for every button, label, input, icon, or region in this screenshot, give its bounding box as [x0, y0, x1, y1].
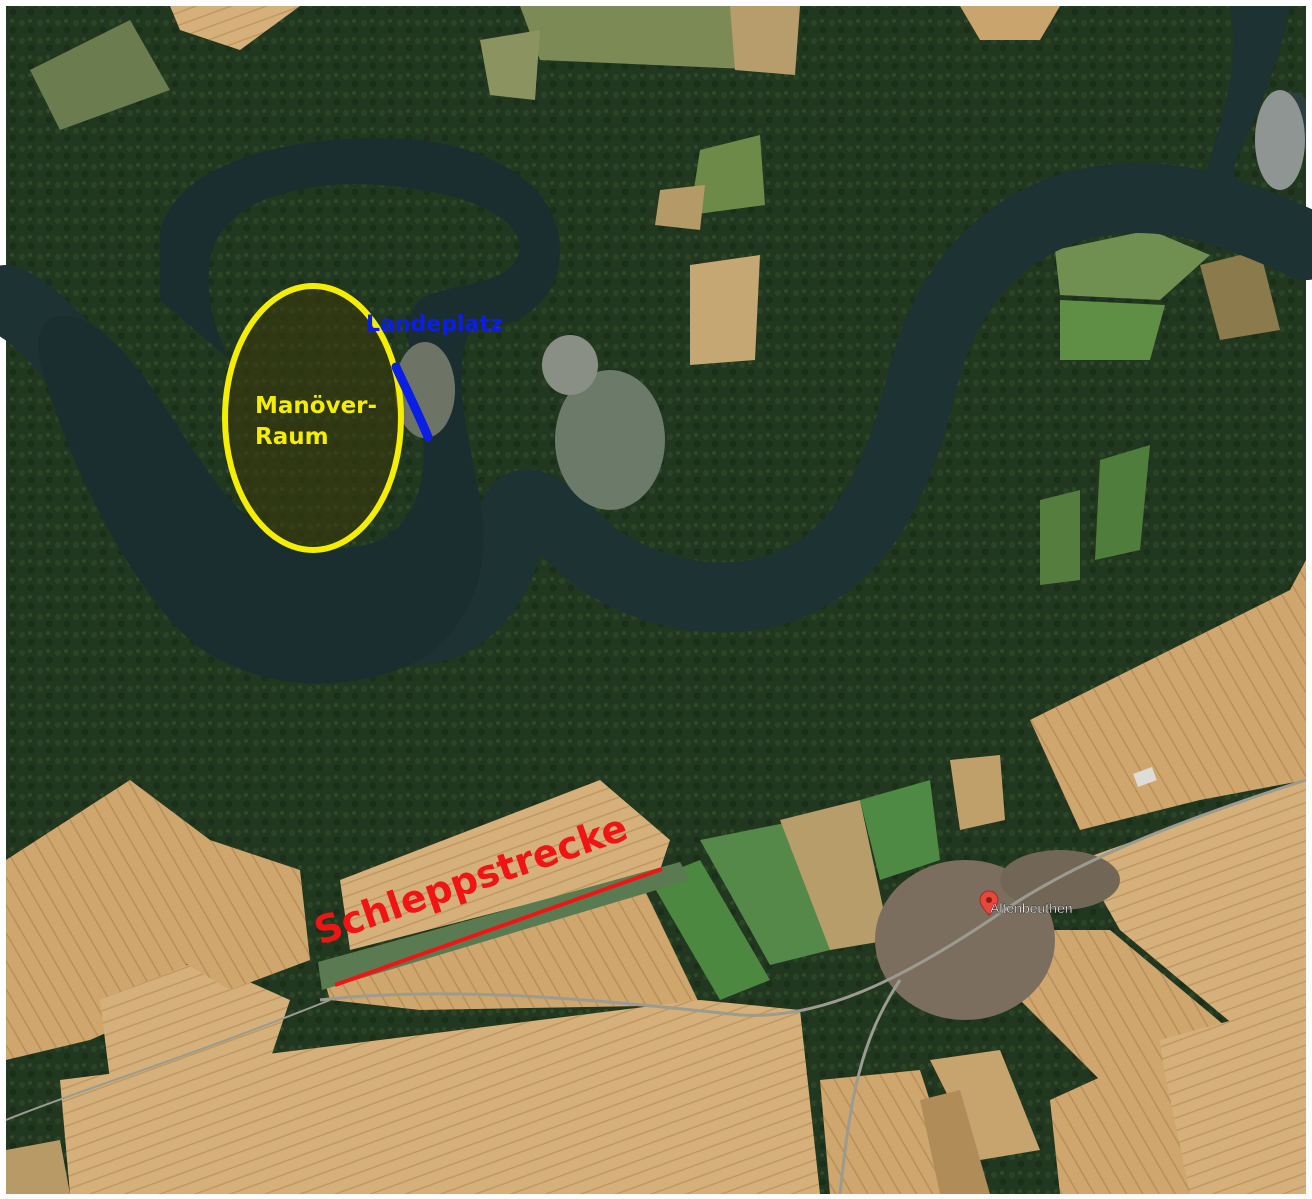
- campsite: [555, 370, 665, 510]
- field: [1095, 445, 1150, 560]
- field: [180, 840, 310, 990]
- field: [100, 960, 290, 1080]
- field: [1030, 560, 1306, 830]
- field: [690, 135, 765, 215]
- village-area: [875, 860, 1055, 1020]
- landing-site-label: Landeplatz: [366, 312, 503, 337]
- village-label[interactable]: Altenbeuthen: [990, 900, 1073, 916]
- road: [838, 979, 902, 1195]
- field: [30, 20, 170, 130]
- field: [650, 860, 770, 1000]
- field: [480, 30, 540, 100]
- landing-site-marker: [391, 362, 433, 442]
- campsite: [542, 335, 598, 395]
- map-imagery: [0, 6, 1312, 1195]
- field: [950, 755, 1005, 830]
- maneuver-area-label: Raum: [255, 424, 329, 450]
- building: [1133, 767, 1157, 787]
- field: [340, 780, 670, 950]
- road: [319, 778, 1307, 1017]
- maneuver-area-outline: [222, 283, 404, 553]
- field: [780, 800, 890, 950]
- field: [655, 185, 705, 230]
- upper-river: [1204, 6, 1306, 275]
- field: [960, 6, 1060, 40]
- field: [920, 1090, 990, 1194]
- road: [5, 999, 331, 1121]
- field: [1040, 490, 1080, 585]
- tow-route-line: [334, 867, 663, 987]
- maneuver-area-label: Manöver-: [255, 393, 377, 419]
- field: [730, 6, 800, 75]
- field: [1055, 230, 1210, 300]
- field: [320, 880, 700, 1010]
- field: [170, 6, 300, 50]
- marina: [1255, 90, 1305, 190]
- campsite: [395, 342, 455, 438]
- field: [60, 1000, 820, 1194]
- lake-loop: [38, 138, 561, 684]
- field: [1200, 250, 1280, 340]
- field: [860, 780, 940, 880]
- field: [520, 6, 780, 70]
- field: [930, 1050, 1040, 1160]
- field: [690, 255, 760, 365]
- field: [1050, 1050, 1190, 1194]
- location-pin-icon[interactable]: [979, 890, 999, 916]
- field: [6, 1140, 70, 1194]
- field: [1160, 1000, 1306, 1194]
- field: [1060, 300, 1165, 360]
